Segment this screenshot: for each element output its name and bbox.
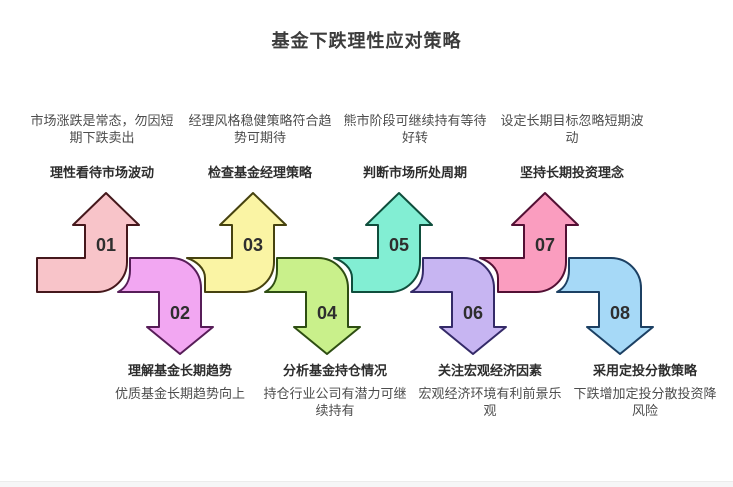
step-01-textblock: 市场涨跌是常态，勿因短期下跌卖出 理性看待市场波动: [27, 112, 177, 181]
step-title: 检查基金经理策略: [207, 165, 312, 180]
step-description: 设定长期目标忽略短期波动: [500, 113, 644, 145]
arrow-04-down: [264, 257, 361, 355]
step-title: 判断市场所处周期: [362, 165, 467, 180]
step-title: 分析基金持仓情况: [282, 363, 387, 378]
step-description: 熊市阶段可继续持有等待好转: [343, 113, 487, 145]
step-title: 采用定投分散策略: [592, 363, 697, 378]
step-03-textblock: 经理风格稳健策略符合趋势可期待 检查基金经理策略: [185, 112, 335, 181]
step-title: 理解基金长期趋势: [127, 363, 232, 378]
arrow-01-up: [36, 192, 140, 293]
arrow-03-up: [186, 192, 287, 293]
page-title: 基金下跌理性应对策略: [271, 31, 462, 51]
step-number: 04: [317, 303, 337, 323]
step-description: 宏观经济环境有利前景乐观: [418, 386, 562, 418]
step-description: 下跌增加定投分散投资降风险: [573, 386, 717, 418]
step-description: 经理风格稳健策略符合趋势可期待: [188, 113, 332, 145]
arrow-05-up: [333, 192, 433, 293]
step-title: 坚持长期投资理念: [519, 165, 624, 180]
step-number: 05: [389, 235, 409, 255]
arrow-07-up: [479, 192, 579, 293]
step-number: 02: [170, 303, 190, 323]
arrow-06-down: [410, 257, 507, 355]
step-number: 06: [463, 303, 483, 323]
step-number: 07: [535, 235, 555, 255]
step-07-textblock: 设定长期目标忽略短期波动 坚持长期投资理念: [497, 112, 647, 181]
step-04-textblock: 分析基金持仓情况 持仓行业公司有潜力可继续持有: [260, 362, 410, 419]
arrow-08-down: [556, 257, 654, 355]
step-02-textblock: 理解基金长期趋势 优质基金长期趋势向上: [105, 362, 255, 402]
step-number: 03: [243, 235, 263, 255]
step-title: 关注宏观经济因素: [437, 363, 542, 378]
step-06-textblock: 关注宏观经济因素 宏观经济环境有利前景乐观: [415, 362, 565, 419]
step-08-textblock: 采用定投分散策略 下跌增加定投分散投资降风险: [570, 362, 720, 419]
step-title: 理性看待市场波动: [49, 165, 154, 180]
step-description: 持仓行业公司有潜力可继续持有: [263, 386, 407, 418]
step-05-textblock: 熊市阶段可继续持有等待好转 判断市场所处周期: [340, 112, 490, 181]
arrow-02-down: [117, 257, 214, 355]
bottom-edge-strip: [0, 481, 733, 487]
step-description: 市场涨跌是常态，勿因短期下跌卖出: [30, 113, 174, 145]
step-number: 01: [96, 235, 116, 255]
step-description: 优质基金长期趋势向上: [114, 386, 245, 401]
step-number: 08: [610, 303, 630, 323]
